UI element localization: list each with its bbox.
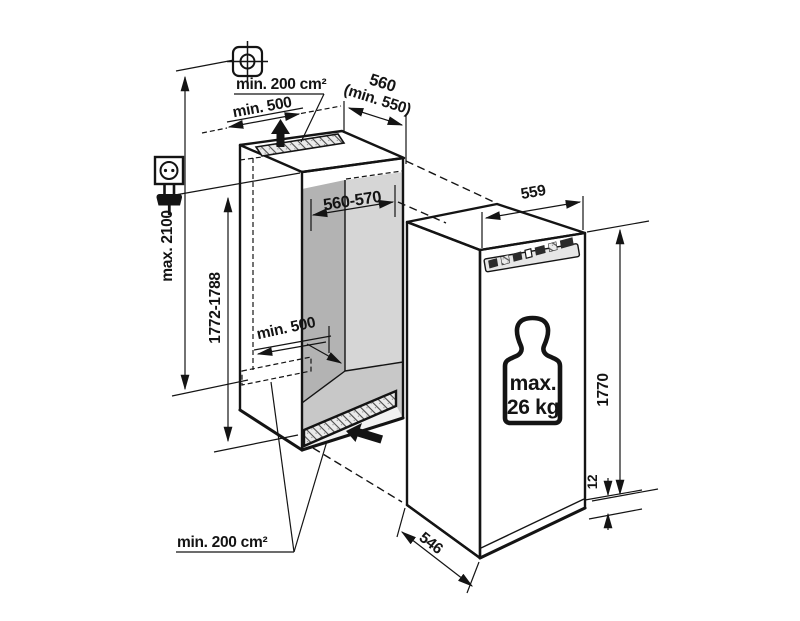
dim-appliance-depth: 546 xyxy=(396,507,480,594)
control-panel-icon xyxy=(483,237,581,273)
dim-bottom-offset: 12 xyxy=(584,475,643,530)
niche-back-wall xyxy=(345,172,403,371)
bottom-vent-grille xyxy=(302,389,398,448)
dim-appliance-width-label: 559 xyxy=(519,182,547,203)
plinth-line xyxy=(480,498,585,549)
dim-bottom-vent-area-label: min. 200 cm² xyxy=(177,534,267,551)
dim-top-vent-area-label: min. 200 cm² xyxy=(236,76,326,93)
bold-up-arrow-icon xyxy=(271,119,290,147)
appliance-top-face xyxy=(405,202,587,252)
dim-niche-depth: 560 (min. 550) xyxy=(342,71,413,164)
dim-top-vent-area: min. 200 cm² xyxy=(234,76,327,143)
dim-appliance-height: 1770 xyxy=(586,220,659,502)
dim-appliance-height-label: 1770 xyxy=(595,373,612,406)
bold-left-arrow-icon xyxy=(346,423,383,444)
appliance-left-side xyxy=(405,220,482,560)
crosshair-screw-icon xyxy=(227,41,268,82)
projection-line-top xyxy=(405,160,495,203)
projection-line-mid xyxy=(397,201,447,224)
weight-icon: max. 26 kg xyxy=(502,315,563,426)
projection-line-bottom xyxy=(312,447,403,503)
weight-badge-line2: 26 kg xyxy=(507,396,559,419)
dim-room-height-label: max. 2100 xyxy=(159,210,176,281)
plug-icon xyxy=(156,185,183,215)
dim-bottom-vent-area: min. 200 cm² xyxy=(176,381,328,553)
dim-top-clearance: min. 500 xyxy=(201,94,342,134)
top-vent-strip xyxy=(254,133,346,157)
socket-outlet-icon xyxy=(153,155,185,186)
dim-appliance-width: 559 xyxy=(481,182,584,248)
dim-niche-height-label: 1772-1788 xyxy=(207,272,224,344)
side-vent-strip xyxy=(241,356,312,386)
dim-room-height: max. 2100 xyxy=(159,59,249,397)
appliance-drawing: max. 26 kg xyxy=(405,202,587,560)
niche-drawing xyxy=(238,119,406,452)
dim-bottom-offset-label: 12 xyxy=(585,475,600,489)
weight-badge-line1: max. xyxy=(510,372,557,395)
dim-appliance-depth-label: 546 xyxy=(416,529,447,558)
dim-niche-height: 1772-1788 xyxy=(174,172,301,453)
